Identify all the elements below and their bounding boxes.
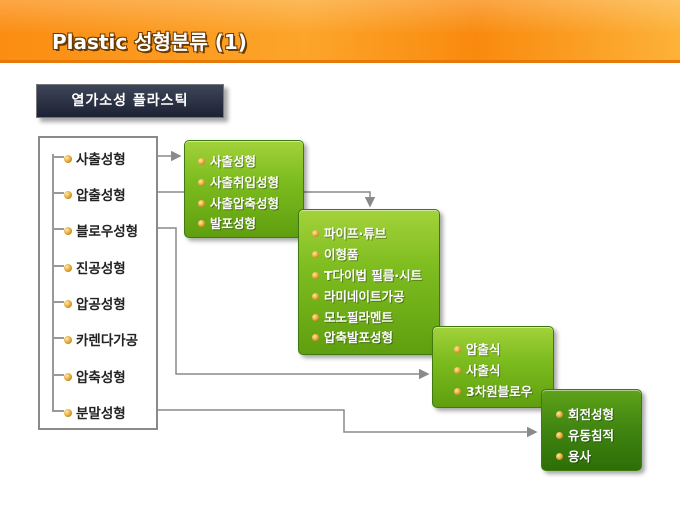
box-item-label: 압축발포성형 [324, 330, 394, 345]
list-item: 압축성형 [64, 366, 126, 386]
box-item: 사출압축성형 [198, 193, 279, 212]
bullet-icon [198, 158, 205, 165]
bullet-icon [312, 334, 319, 341]
box-item-label: 파이프·튜브 [324, 226, 387, 241]
list-tick [52, 156, 64, 158]
box-item: 모노필라멘트 [312, 307, 393, 326]
bullet-icon [198, 220, 205, 227]
list-item: 압출성형 [64, 184, 126, 204]
bullet-icon [64, 336, 72, 344]
bullet-icon [64, 409, 72, 417]
box-item-label: 회전성형 [568, 407, 615, 422]
box-item-label: 발포성형 [210, 216, 257, 231]
list-item-label: 분말성형 [76, 406, 126, 422]
bullet-icon [312, 272, 319, 279]
box-item: 이형품 [312, 244, 359, 263]
list-item-label: 사출성형 [76, 152, 126, 168]
bullet-icon [556, 432, 563, 439]
extrusion-methods-box [298, 209, 440, 355]
list-item-label: 압공성형 [76, 297, 126, 313]
list-tick [52, 228, 64, 230]
list-item: 사출성형 [64, 148, 126, 168]
bullet-icon [454, 346, 461, 353]
list-tick [52, 374, 64, 376]
bullet-icon [312, 251, 319, 258]
box-item: 회전성형 [556, 404, 614, 423]
list-item: 블로우성형 [64, 220, 138, 240]
bullet-icon [556, 453, 563, 460]
list-tick [52, 410, 64, 412]
box-item-label: 압출식 [466, 342, 501, 357]
box-item-label: 라미네이트가공 [324, 289, 405, 304]
bullet-icon [556, 411, 563, 418]
list-item: 분말성형 [64, 402, 126, 422]
box-item-label: 모노필라멘트 [324, 310, 394, 325]
list-tick [52, 301, 64, 303]
box-item: 발포성형 [198, 213, 256, 232]
box-item: 압축발포성형 [312, 327, 393, 346]
box-item-label: 3차원블로우 [466, 384, 533, 399]
connector-powder [140, 409, 538, 438]
bullet-icon [312, 314, 319, 321]
box-item-label: 사출압축성형 [210, 196, 280, 211]
box-item-label: 유동침적 [568, 428, 615, 443]
list-item-label: 블로우성형 [76, 224, 139, 240]
box-item-label: 용사 [568, 449, 592, 464]
bullet-icon [198, 179, 205, 186]
box-item-label: T다이법 필름·시트 [324, 268, 423, 283]
box-item: 압출식 [454, 339, 501, 358]
bullet-icon [312, 230, 319, 237]
method-list-panel [38, 136, 158, 430]
box-item: 사출식 [454, 360, 501, 379]
list-tick [52, 192, 64, 194]
box-item: 3차원블로우 [454, 381, 532, 400]
list-item-label: 압축성형 [76, 370, 126, 386]
category-label: 열가소성 플라스틱 [36, 84, 224, 118]
bullet-icon [454, 367, 461, 374]
box-item-label: 사출취입성형 [210, 175, 280, 190]
list-item: 압공성형 [64, 293, 126, 313]
header-shine [0, 0, 680, 62]
box-item-label: 이형품 [324, 247, 359, 262]
page-title: Plastic 성형분류 (1) [52, 30, 247, 54]
box-item: 사출성형 [198, 151, 256, 170]
box-item: 파이프·튜브 [312, 223, 386, 242]
list-item: 카렌다가공 [64, 329, 138, 349]
bullet-icon [64, 191, 72, 199]
box-item: 사출취입성형 [198, 172, 279, 191]
list-tick [52, 265, 64, 267]
list-item-label: 진공성형 [76, 261, 126, 277]
method-list-spine [52, 154, 54, 412]
blow-methods-box [432, 326, 554, 408]
box-item: 라미네이트가공 [312, 286, 405, 305]
list-item: 진공성형 [64, 257, 126, 277]
bullet-icon [198, 200, 205, 207]
bullet-icon [454, 388, 461, 395]
list-item-label: 압출성형 [76, 188, 126, 204]
bullet-icon [64, 155, 72, 163]
header-bar [0, 0, 680, 62]
header-divider [0, 60, 680, 63]
list-tick [52, 337, 64, 339]
box-item: 유동침적 [556, 425, 614, 444]
bullet-icon [64, 373, 72, 381]
box-item-label: 사출식 [466, 363, 501, 378]
bullet-icon [64, 227, 72, 235]
box-item-label: 사출성형 [210, 154, 257, 169]
bullet-icon [312, 293, 319, 300]
box-item: T다이법 필름·시트 [312, 265, 422, 284]
list-item-label: 카렌다가공 [76, 333, 139, 349]
box-item: 용사 [556, 446, 591, 465]
bullet-icon [64, 264, 72, 272]
bullet-icon [64, 300, 72, 308]
